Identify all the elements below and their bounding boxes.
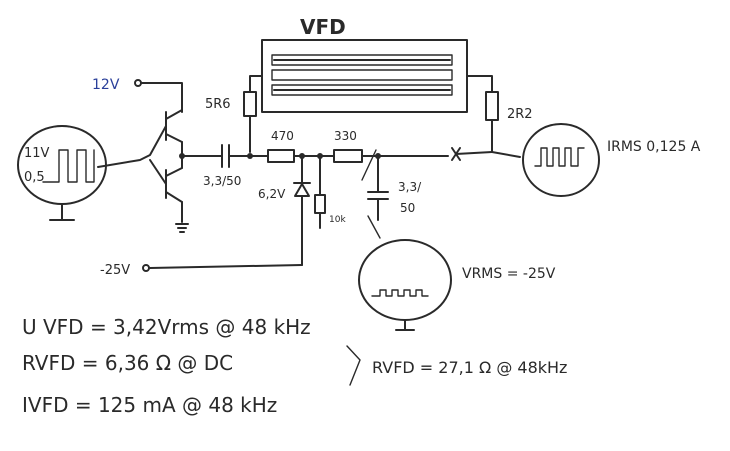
- label-5r6: 5R6: [205, 97, 231, 112]
- vfd-tube: [261, 39, 468, 113]
- label-cap-output-2: 50: [400, 201, 415, 215]
- probe-arrow-bottom: [367, 215, 381, 239]
- label-irms: IRMS 0,125 A: [607, 139, 701, 155]
- capacitor-input: [181, 144, 269, 168]
- resistor-10k: [314, 155, 326, 229]
- label-12v: 12V: [92, 77, 120, 93]
- label-zener: 6,2V: [258, 187, 286, 201]
- probe-arrow-top: [361, 149, 377, 181]
- label-cap-input: 3,3/50: [203, 174, 241, 188]
- label-10k: 10k: [329, 215, 346, 225]
- formula-r-vfd: RVFD = 6,36 Ω @ DC: [22, 351, 233, 375]
- label-2r2: 2R2: [507, 107, 533, 122]
- input-probe: [17, 125, 107, 221]
- resistor-5r6: [243, 75, 263, 153]
- label-470: 470: [271, 129, 294, 143]
- formula-r-vfd-ac: RVFD = 27,1 Ω @ 48kHz: [372, 358, 567, 377]
- formula-u-vfd: U VFD = 3,42Vrms @ 48 kHz: [22, 315, 311, 339]
- input-amplitude: 11V: [24, 146, 50, 161]
- irms-probe: [522, 123, 600, 197]
- label-vrms: VRMS = -25V: [462, 266, 556, 282]
- resistor-2r2: [466, 75, 499, 153]
- label-minus25v: -25V: [100, 263, 130, 278]
- label-cap-output-1: 3,3/: [398, 180, 422, 194]
- vfd-title: VFD: [300, 15, 346, 39]
- label-330: 330: [334, 129, 357, 143]
- zener-diode: [142, 155, 311, 272]
- vrms-probe: [358, 239, 452, 331]
- transistor-pair: [97, 79, 189, 233]
- formula-i-vfd: IVFD = 125 mA @ 48 kHz: [22, 393, 277, 417]
- brace: [346, 345, 361, 386]
- capacitor-output: [367, 155, 389, 221]
- input-offset: 0,5: [24, 170, 45, 185]
